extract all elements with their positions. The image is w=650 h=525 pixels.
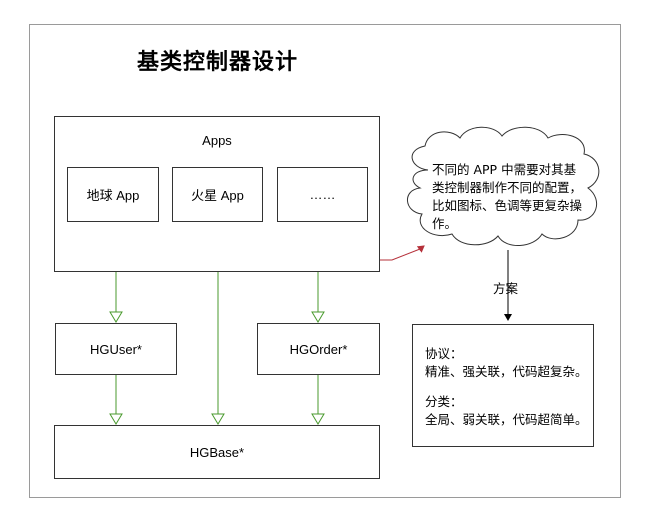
hgbase-box: HGBase* bbox=[54, 425, 380, 479]
app-earth-label: 地球 App bbox=[86, 188, 140, 203]
plan-box: 协议： 精准、强关联，代码超复杂。 分类： 全局、弱关联，代码超简单。 bbox=[412, 324, 594, 447]
diagram-title: 基类控制器设计 bbox=[137, 50, 299, 75]
category-heading: 分类： bbox=[425, 394, 463, 409]
cloud-shape bbox=[407, 126, 600, 246]
category-desc: 全局、弱关联，代码超简单。 bbox=[425, 412, 588, 427]
hgorder-label: HGOrder* bbox=[289, 341, 348, 357]
hguser-label: HGUser* bbox=[89, 341, 142, 357]
hguser-box: HGUser* bbox=[55, 323, 177, 375]
app-more-box: …… bbox=[277, 167, 368, 222]
green-arrows bbox=[109, 272, 325, 425]
app-earth-box: 地球 App bbox=[67, 167, 159, 222]
protocol-desc: 精准、强关联，代码超复杂。 bbox=[425, 364, 588, 379]
hgbase-label: HGBase* bbox=[189, 444, 245, 460]
app-mars-label: 火星 App bbox=[191, 188, 244, 203]
hgorder-box: HGOrder* bbox=[257, 323, 380, 375]
apps-label: Apps bbox=[202, 133, 232, 148]
diagram-frame bbox=[29, 24, 621, 498]
app-mars-box: 火星 App bbox=[172, 167, 263, 222]
solution-label: 方案 bbox=[493, 281, 519, 296]
app-more-label: …… bbox=[309, 187, 336, 202]
protocol-heading: 协议： bbox=[425, 346, 463, 361]
cloud-note: 不同的 APP 中需要对其基类控制器制作不同的配置，比如图标、色调等更复杂操作。 bbox=[432, 162, 583, 231]
